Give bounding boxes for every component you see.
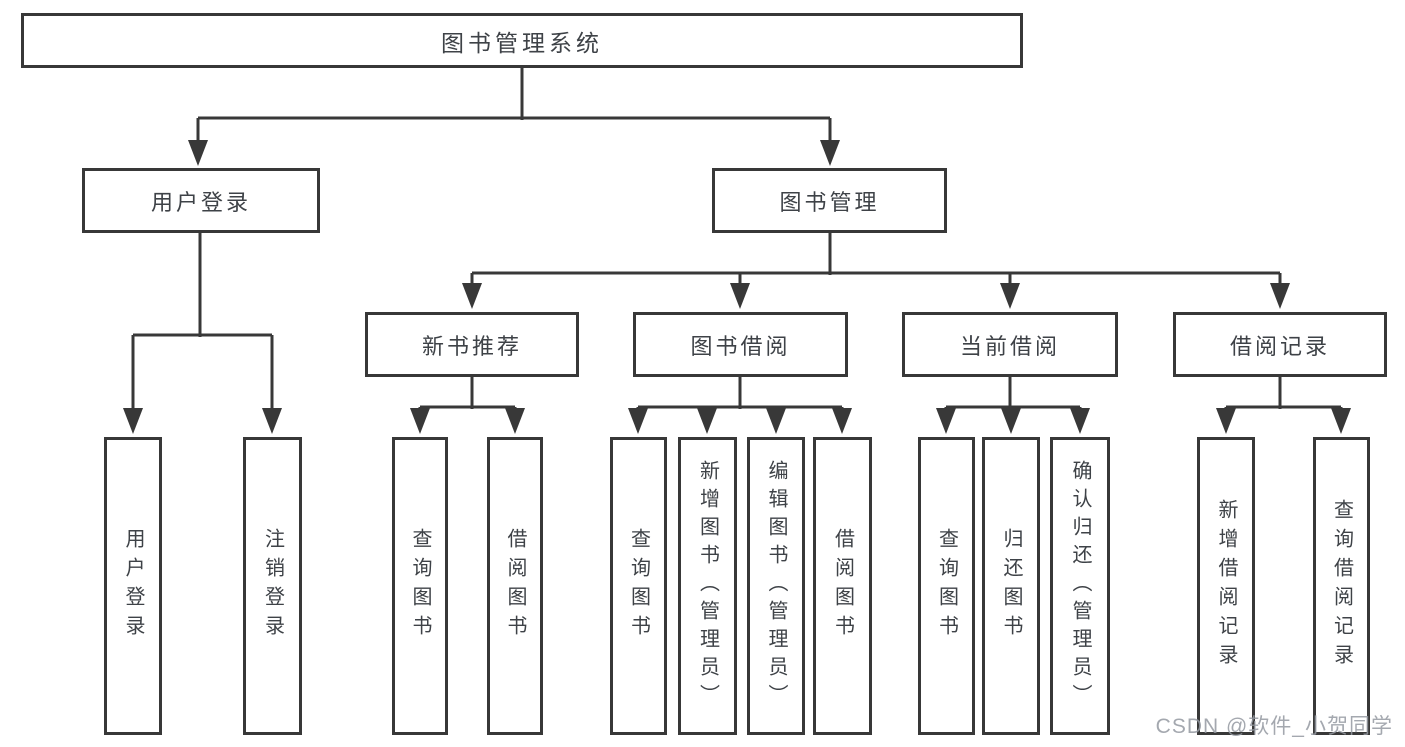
leaf-nb-borrow-book: 借阅图书 [487, 437, 543, 735]
watermark-text: CSDN @软件_小贺同学 [1155, 715, 1393, 738]
leaf-br-add-record: 新增借阅记录 [1197, 437, 1255, 735]
node-book-borrow: 图书借阅 [633, 312, 848, 377]
node-new-book-recommend: 新书推荐 [365, 312, 579, 377]
node-user-login: 用户登录 [82, 168, 320, 233]
leaf-cb-query-book: 查询图书 [918, 437, 975, 735]
leaf-nb-query-book: 查询图书 [392, 437, 448, 735]
leaf-bb-borrow-book: 借阅图书 [813, 437, 872, 735]
leaf-cb-return-book: 归还图书 [982, 437, 1040, 735]
leaf-user-login: 用户登录 [104, 437, 162, 735]
node-current-borrow: 当前借阅 [902, 312, 1118, 377]
node-book-management: 图书管理 [712, 168, 947, 233]
leaf-logout-login: 注销登录 [243, 437, 302, 735]
leaf-br-query-record: 查询借阅记录 [1313, 437, 1370, 735]
leaf-cb-confirm-return-admin: 确认归还（管理员） [1050, 437, 1110, 735]
leaf-bb-edit-book-admin: 编辑图书（管理员） [747, 437, 805, 735]
node-borrow-record: 借阅记录 [1173, 312, 1387, 377]
leaf-bb-add-book-admin: 新增图书（管理员） [678, 437, 737, 735]
node-root: 图书管理系统 [21, 13, 1023, 68]
leaf-bb-query-book: 查询图书 [610, 437, 667, 735]
